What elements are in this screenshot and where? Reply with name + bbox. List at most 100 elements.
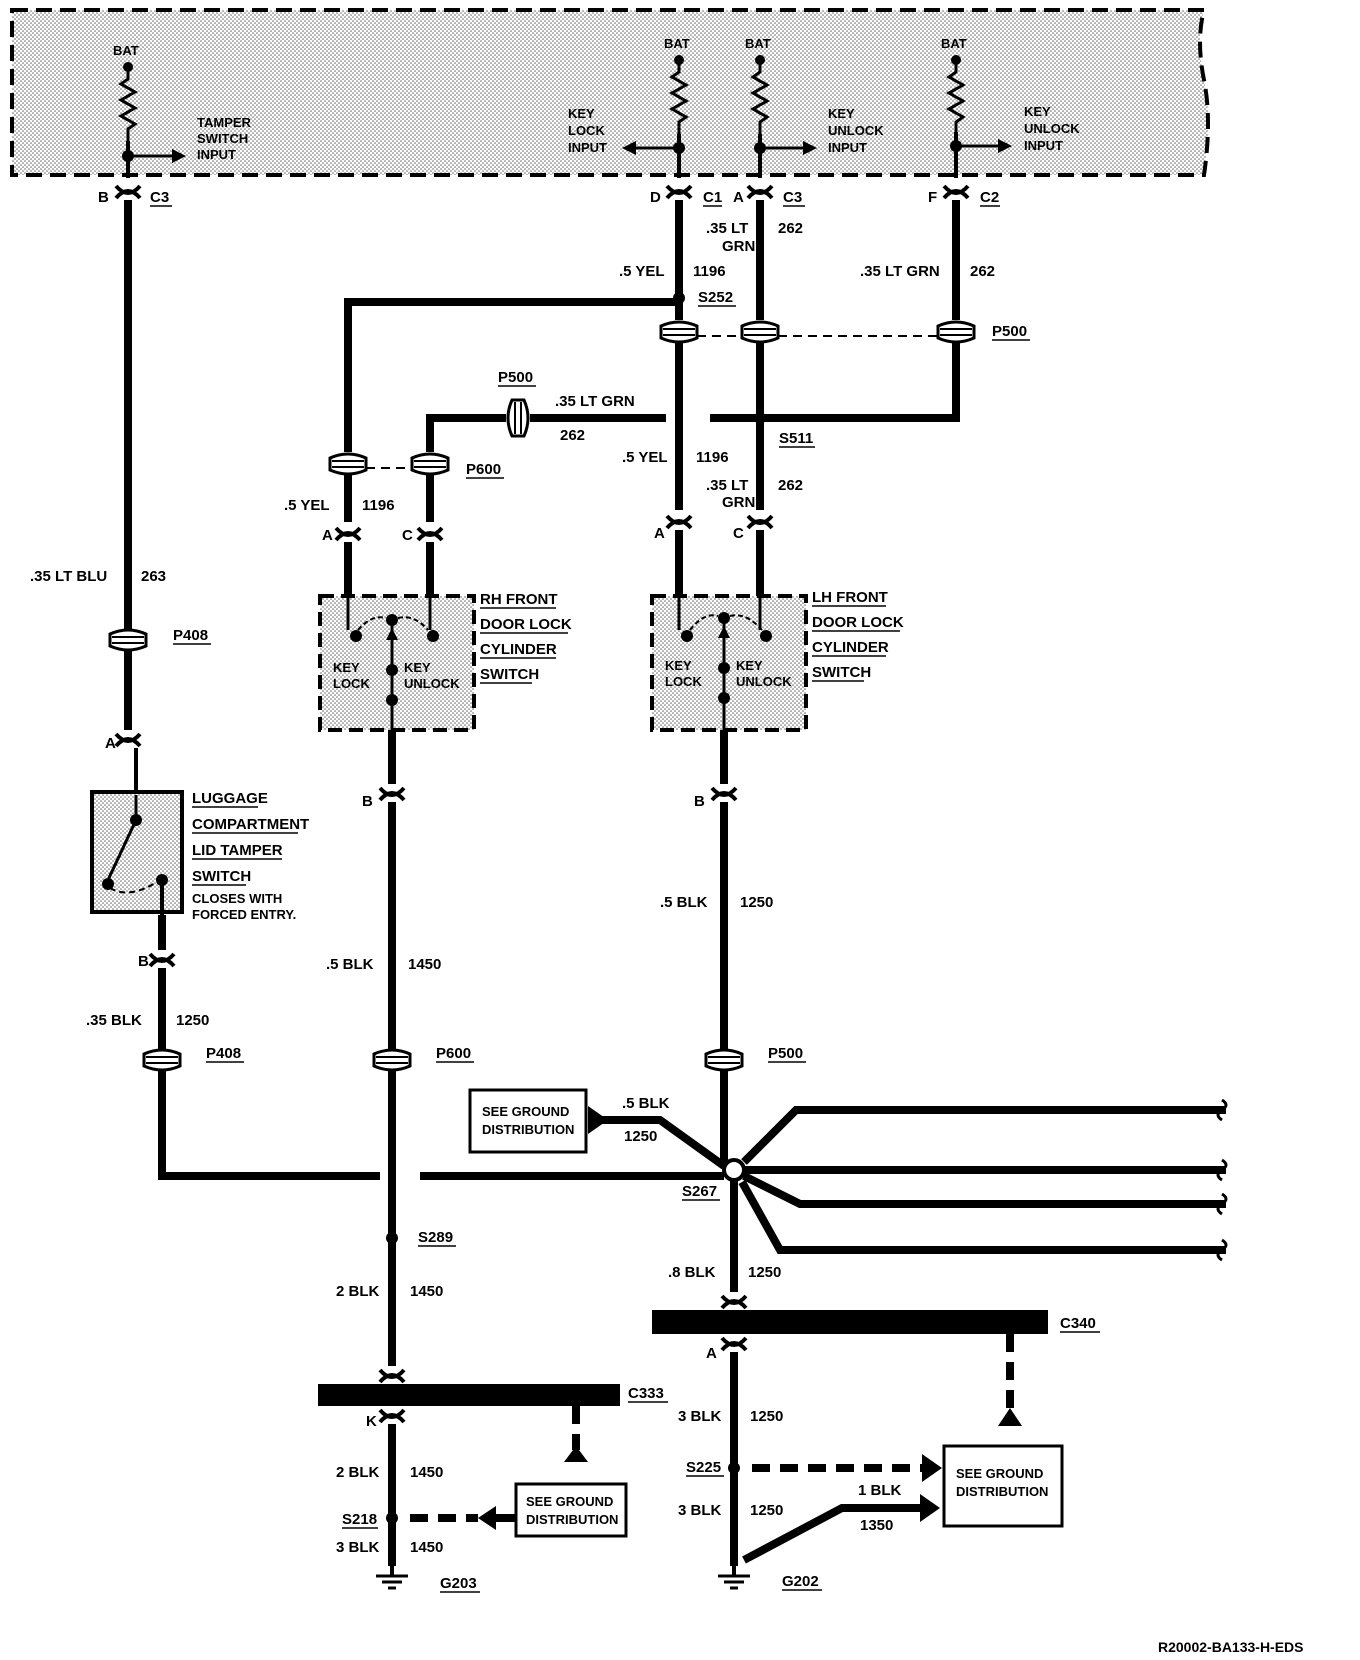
svg-text:A: A (654, 525, 665, 542)
tamper-branch: .35 LT BLU 263 P408 A LUGGAGE COMPARTMEN… (30, 200, 380, 1180)
svg-text:.35 LT: .35 LT (706, 477, 748, 494)
svg-text:COMPARTMENT: COMPARTMENT (192, 816, 309, 833)
svg-text:INPUT: INPUT (197, 147, 236, 162)
svg-text:K: K (366, 1413, 377, 1430)
svg-text:UNLOCK: UNLOCK (828, 123, 884, 138)
svg-text:P500: P500 (498, 369, 533, 386)
svg-text:INPUT: INPUT (1024, 138, 1063, 153)
svg-text:LOCK: LOCK (665, 674, 702, 689)
svg-text:A: A (733, 189, 744, 206)
svg-text:SEE GROUND: SEE GROUND (526, 1494, 613, 1509)
svg-text:S218: S218 (342, 1511, 377, 1528)
svg-text:1196: 1196 (362, 497, 395, 514)
svg-text:B: B (98, 189, 109, 206)
svg-text:1450: 1450 (410, 1464, 443, 1481)
bat-key-lock: BAT KEY LOCK INPUT (568, 36, 690, 178)
svg-text:S225: S225 (686, 1459, 721, 1476)
svg-text:1450: 1450 (408, 956, 441, 973)
svg-text:KEY: KEY (665, 658, 692, 673)
svg-text:.35 LT BLU: .35 LT BLU (30, 568, 107, 585)
svg-text:A: A (105, 735, 116, 752)
svg-text:G202: G202 (782, 1573, 819, 1590)
svg-text:C1: C1 (703, 189, 722, 206)
svg-text:S267: S267 (682, 1183, 717, 1200)
svg-text:BAT: BAT (664, 36, 690, 51)
svg-text:262: 262 (778, 220, 803, 237)
svg-text:CYLINDER: CYLINDER (480, 641, 557, 658)
svg-text:.5 BLK: .5 BLK (326, 956, 374, 973)
svg-text:P600: P600 (436, 1045, 471, 1062)
svg-text:INPUT: INPUT (828, 140, 867, 155)
svg-text:KEY: KEY (736, 658, 763, 673)
svg-text:DISTRIBUTION: DISTRIBUTION (956, 1484, 1048, 1499)
svg-text:1196: 1196 (693, 263, 726, 280)
svg-text:P500: P500 (992, 323, 1027, 340)
svg-text:A: A (706, 1345, 717, 1362)
svg-text:D: D (650, 189, 661, 206)
bat-key-unlock-a: BAT KEY UNLOCK INPUT (745, 36, 884, 178)
svg-text:1250: 1250 (176, 1012, 209, 1029)
tamper-input-label: TAMPER (197, 115, 252, 130)
svg-text:DOOR LOCK: DOOR LOCK (480, 616, 572, 633)
svg-text:1350: 1350 (860, 1517, 893, 1534)
svg-text:C3: C3 (150, 189, 169, 206)
svg-text:.35 BLK: .35 BLK (86, 1012, 142, 1029)
svg-text:KEY: KEY (1024, 104, 1051, 119)
wire-262-a: .35 LT GRN 262 S511 .35 LT GRN 262 C (706, 200, 815, 598)
svg-text:LUGGAGE: LUGGAGE (192, 790, 268, 807)
svg-text:F: F (928, 189, 937, 206)
svg-text:1450: 1450 (410, 1283, 443, 1300)
svg-text:SWITCH: SWITCH (812, 664, 871, 681)
rh-connectors: P600 .5 YEL 1196 A C (284, 452, 504, 598)
svg-text:.5 BLK: .5 BLK (622, 1095, 670, 1112)
svg-text:UNLOCK: UNLOCK (736, 674, 792, 689)
svg-text:LH FRONT: LH FRONT (812, 589, 888, 606)
svg-text:.5 YEL: .5 YEL (619, 263, 665, 280)
svg-text:P500: P500 (768, 1045, 803, 1062)
lh-ground-path: B .5 BLK 1250 P500 S267 SEE GROUND DISTR… (420, 730, 1228, 1591)
bat-key-unlock-b: BAT KEY UNLOCK INPUT (941, 36, 1080, 178)
svg-text:3 BLK: 3 BLK (678, 1408, 722, 1425)
svg-text:S511: S511 (779, 430, 813, 447)
svg-text:.35 LT GRN: .35 LT GRN (555, 393, 635, 410)
svg-text:P408: P408 (206, 1045, 241, 1062)
svg-text:KEY: KEY (333, 660, 360, 675)
svg-text:.35 LT: .35 LT (706, 220, 748, 237)
svg-text:DISTRIBUTION: DISTRIBUTION (482, 1122, 574, 1137)
svg-text:BAT: BAT (941, 36, 967, 51)
svg-text:DOOR LOCK: DOOR LOCK (812, 614, 904, 631)
module-connectors: B C3 D C1 A C3 F C2 (98, 184, 1000, 207)
svg-text:C: C (733, 525, 744, 542)
wire-262-rh: .35 LT GRN 262 P500 (426, 369, 666, 452)
svg-text:.35 LT GRN: .35 LT GRN (860, 263, 940, 280)
svg-text:B: B (138, 953, 149, 970)
svg-text:KEY: KEY (404, 660, 431, 675)
module-box (10, 8, 1210, 177)
svg-text:SWITCH: SWITCH (192, 868, 251, 885)
svg-text:1450: 1450 (410, 1539, 443, 1556)
svg-text:2 BLK: 2 BLK (336, 1464, 380, 1481)
svg-text:.5 YEL: .5 YEL (284, 497, 330, 514)
svg-text:.5 YEL: .5 YEL (622, 449, 668, 466)
svg-text:3 BLK: 3 BLK (336, 1539, 380, 1556)
svg-text:C333: C333 (628, 1385, 664, 1402)
svg-text:263: 263 (141, 568, 166, 585)
svg-text:1 BLK: 1 BLK (858, 1482, 902, 1499)
svg-text:GRN: GRN (722, 238, 755, 255)
svg-text:SEE GROUND: SEE GROUND (956, 1466, 1043, 1481)
wire-262-b: .35 LT GRN 262 P500 (697, 200, 1030, 422)
svg-text:S289: S289 (418, 1229, 453, 1246)
svg-text:1250: 1250 (748, 1264, 781, 1281)
svg-text:KEY: KEY (828, 106, 855, 121)
svg-text:2 BLK: 2 BLK (336, 1283, 380, 1300)
svg-text:KEY: KEY (568, 106, 595, 121)
svg-text:CLOSES WITH: CLOSES WITH (192, 891, 282, 906)
svg-text:SWITCH: SWITCH (480, 666, 539, 683)
svg-text:262: 262 (970, 263, 995, 280)
svg-text:A: A (322, 527, 333, 544)
svg-text:1250: 1250 (750, 1502, 783, 1519)
svg-text:LOCK: LOCK (333, 676, 370, 691)
rh-ground-path: B .5 BLK 1450 P600 S289 2 BLK 1450 C333 … (318, 730, 668, 1593)
svg-text:DISTRIBUTION: DISTRIBUTION (526, 1512, 618, 1527)
